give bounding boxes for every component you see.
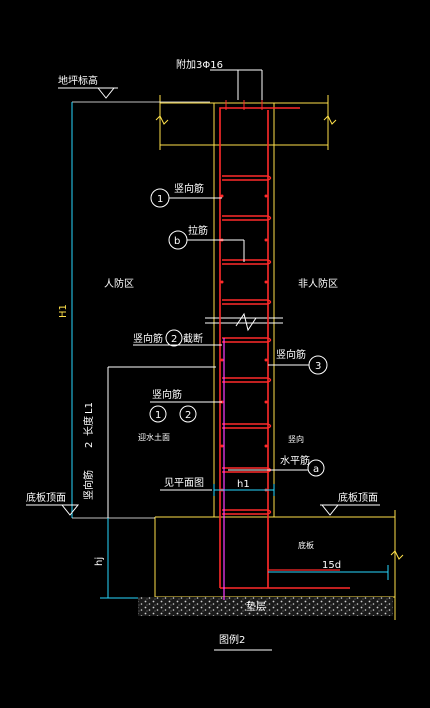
wall-outline bbox=[205, 103, 283, 517]
cushion-layer bbox=[138, 597, 393, 616]
ground-elevation-marker: 地坪标高 bbox=[58, 74, 210, 103]
label-base-slab: 底板 bbox=[298, 540, 314, 550]
label-h1: h1 bbox=[237, 479, 250, 490]
rebar-dots bbox=[220, 194, 268, 492]
label-top-rebar: 附加3Φ16 bbox=[176, 58, 223, 71]
marker-3: 3 bbox=[315, 361, 321, 372]
slab-level-left: 底板顶面 bbox=[26, 491, 155, 519]
label-horizontal-rebar: 水平筋 bbox=[280, 454, 310, 467]
label-cushion: 垫层 bbox=[246, 600, 266, 613]
label-vertical-rebar-side: 竖向筋 bbox=[82, 470, 95, 500]
tie-bars bbox=[222, 175, 272, 515]
label-vertical-rebar-4: 竖向筋 bbox=[152, 388, 182, 401]
slab-level-right: 底板顶面 bbox=[320, 491, 380, 516]
dim-hj: hj bbox=[94, 518, 138, 599]
marker-1b: 1 bbox=[155, 410, 161, 421]
callout-tie-bar: b 拉筋 bbox=[168, 224, 245, 262]
top-rebar-callout: 附加3Φ16 bbox=[176, 58, 263, 100]
label-non-civil-defense-zone: 非人防区 bbox=[298, 277, 338, 290]
callout-vertical-rebar-3: 竖向筋 3 bbox=[268, 348, 328, 375]
top-slab bbox=[155, 95, 337, 150]
label-vertical-rebar-2: 竖向筋 bbox=[133, 332, 163, 345]
dim-h1: 见平面图 h1 bbox=[160, 477, 275, 496]
marker-2c: 2 bbox=[84, 442, 95, 448]
label-L1: L1 bbox=[84, 402, 95, 414]
label-vertical-short: 竖向 bbox=[288, 434, 304, 444]
label-slab-top-right: 底板顶面 bbox=[338, 491, 378, 504]
marker-2b: 2 bbox=[185, 410, 191, 421]
callout-vertical-rebar-2: 竖向筋 2 截断 bbox=[133, 329, 222, 347]
dim-15d: 15d bbox=[268, 560, 389, 580]
marker-1: 1 bbox=[157, 194, 163, 205]
caption: 图例2 bbox=[214, 633, 272, 651]
label-hj: hj bbox=[94, 557, 105, 566]
dim-H1: H1 bbox=[58, 102, 73, 518]
label-H1: H1 bbox=[58, 304, 69, 318]
label-extend-length: 长度 bbox=[82, 416, 95, 436]
label-tie-bar: 拉筋 bbox=[188, 224, 208, 237]
label-slab-bottom-left: 底板顶面 bbox=[26, 491, 66, 504]
marker-2: 2 bbox=[171, 334, 177, 345]
label-15d: 15d bbox=[322, 560, 341, 571]
label-upstream-soil: 迎水土面 bbox=[138, 432, 170, 442]
callout-vertical-rebar-1: 1 竖向筋 bbox=[150, 182, 222, 208]
marker-b: b bbox=[174, 236, 180, 247]
left-extension: 竖向筋 2 长度 L1 bbox=[82, 366, 216, 518]
label-cut-off: 截断 bbox=[183, 332, 203, 345]
label-civil-defense-zone: 人防区 bbox=[104, 277, 134, 290]
label-see-plan: 见平面图 bbox=[164, 477, 204, 489]
label-vertical-rebar-1: 竖向筋 bbox=[174, 182, 204, 195]
callout-vertical-rebar-4: 竖向筋 1 2 迎水土面 bbox=[138, 388, 222, 442]
marker-a: a bbox=[313, 464, 319, 475]
label-vertical-rebar-3: 竖向筋 bbox=[276, 348, 306, 361]
callout-horizontal-rebar: 竖向 水平筋 a bbox=[228, 434, 325, 477]
wall-rebar bbox=[219, 100, 350, 589]
label-ground-elev: 地坪标高 bbox=[58, 74, 98, 87]
label-caption: 图例2 bbox=[219, 633, 245, 646]
